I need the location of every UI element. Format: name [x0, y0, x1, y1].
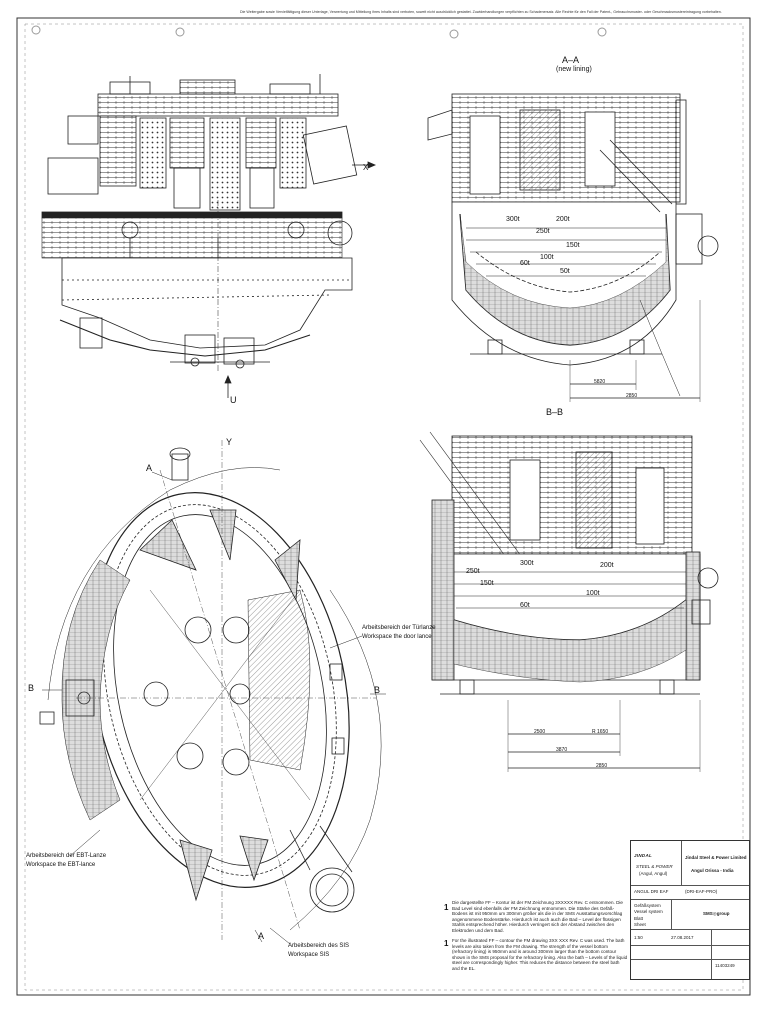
punch-hole: [175, 27, 185, 37]
section-bb: [419, 431, 719, 772]
dimension-label: 2500: [534, 729, 546, 735]
level-label: 250t: [466, 568, 480, 575]
client-logo-sub: STEEL & POWER: [636, 864, 673, 869]
title-block: JINDAL STEEL & POWER (Angul, Angul) Jind…: [630, 840, 750, 980]
date-value: 27.08.2017: [671, 935, 694, 940]
outer-border: [16, 17, 751, 996]
punch-hole: [31, 25, 41, 35]
callout-ebt-lance-en: Workspace the EBT-lance: [26, 862, 96, 868]
inner-border: [24, 23, 744, 991]
client-logo: JINDAL: [634, 853, 653, 858]
dimension-label: 2850: [596, 763, 608, 769]
level-label: 100t: [586, 590, 600, 597]
section-marker-a-top: A: [146, 463, 153, 473]
level-label: 60t: [520, 602, 530, 609]
brand-circle-icon: ◎: [712, 911, 717, 916]
company-location: Angul Orissa - India: [691, 868, 734, 873]
dimension-label: 3870: [556, 747, 568, 753]
level-label: 100t: [540, 254, 554, 261]
scale-value: 1:50: [634, 935, 643, 940]
section-aa-subtitle: (new lining): [556, 66, 592, 73]
level-label: 300t: [506, 216, 520, 223]
side-elevation: [41, 74, 377, 398]
order-number: (DRI-EAF-PRO): [685, 889, 718, 894]
level-label: 60t: [520, 260, 530, 267]
section-aa-title: A–A: [562, 55, 580, 65]
dimension-label: R 1650: [592, 729, 609, 735]
level-label: 200t: [556, 216, 570, 223]
note-number: 1: [444, 903, 449, 912]
level-label: 50t: [560, 268, 570, 275]
callout-sis-de: Arbeitsbereich des SIS: [288, 943, 350, 949]
level-label: 150t: [480, 580, 494, 587]
leader-lines: [42, 471, 386, 945]
section-marker-b-left: B: [28, 683, 35, 693]
dimension-label: 2850: [626, 393, 638, 399]
level-label: 200t: [600, 562, 614, 569]
punch-hole: [597, 27, 607, 37]
view-marker-u: U: [230, 395, 237, 405]
note-german: Die dargestellte FF – Kontur ist der FM …: [452, 900, 623, 933]
section-marker-a-bottom: A: [258, 931, 265, 941]
level-label: 300t: [520, 560, 534, 567]
brand-name: SMS: [703, 911, 713, 916]
sheet-en: Sheet: [634, 922, 646, 927]
view-marker-y: Y: [226, 437, 233, 447]
section-bb-title: B–B: [546, 407, 564, 417]
section-marker-b-right: B: [374, 685, 381, 695]
plan-view: [39, 440, 382, 940]
note-english: For the illustrated FF – contour the FM …: [452, 938, 628, 971]
system-en: Vessel system: [634, 909, 663, 914]
system-de: Gefäßsystem: [634, 903, 661, 908]
level-label: 250t: [536, 228, 550, 235]
project-label: ANGUL DRI EAF: [634, 889, 669, 894]
sms-logo: SMS◎group: [703, 911, 729, 916]
dimension-label: 5820: [594, 379, 606, 385]
view-label: X: [363, 163, 369, 172]
callout-door-lance-de: Arbeitsbereich der Türlanze: [362, 625, 436, 631]
callout-sis-en: Workspace SIS: [288, 952, 330, 958]
header-note: Die Weitergabe sowie Vervielfältigung di…: [240, 10, 722, 14]
brand-suffix: group: [716, 911, 730, 916]
section-aa: [427, 93, 719, 402]
drawing-number: 11403249: [715, 963, 735, 968]
level-label: 150t: [566, 242, 580, 249]
punch-hole: [449, 29, 459, 39]
note-number: 1: [444, 939, 449, 948]
sheet-de: Blatt: [634, 916, 644, 921]
company-name: Jindal Steel & Power Limited: [685, 855, 747, 860]
callout-ebt-lance-de: Arbeitsbereich der EBT-Lanze: [26, 853, 107, 859]
client-logo-location: (Angul, Angul): [639, 871, 668, 876]
callout-door-lance-en: Workspace the door lance: [362, 634, 432, 640]
